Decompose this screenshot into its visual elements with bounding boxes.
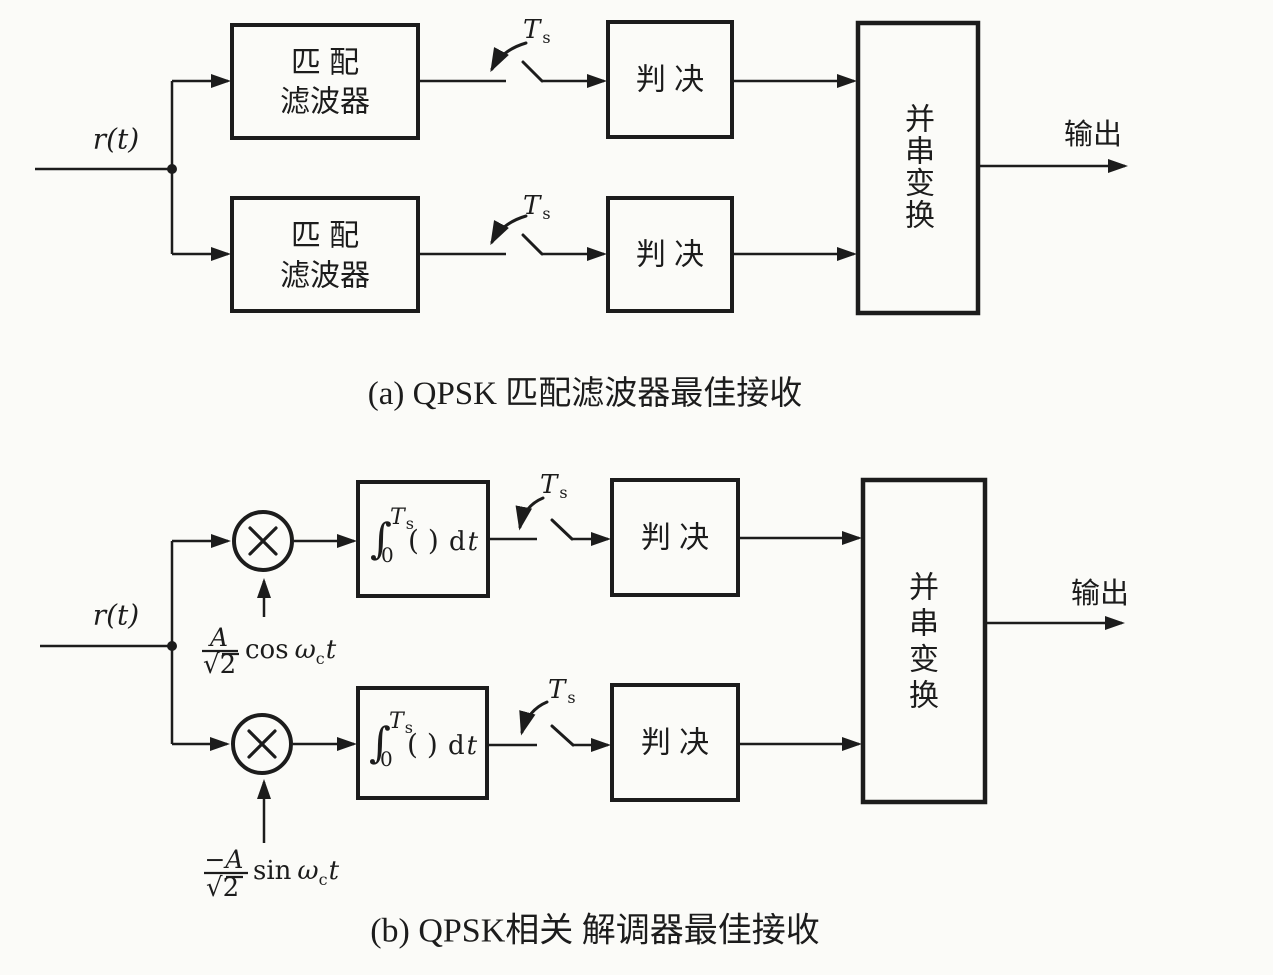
omega: ω	[297, 856, 318, 886]
ts-main: T	[548, 675, 567, 705]
integrator-formula-1: ∫ Ts 0 ( ) dt	[370, 505, 479, 567]
matched-filter-2-line2: 滤波器	[280, 260, 370, 293]
p2s-char-3: 变	[905, 168, 935, 201]
multiplier-circle-2	[231, 713, 293, 775]
ts-sub: s	[542, 28, 550, 47]
time-var: t	[326, 635, 337, 665]
decision-box-1	[606, 20, 734, 139]
p2s-char-2: 串	[909, 608, 939, 641]
input-signal-label: r(t)	[93, 599, 139, 632]
multiplier-circle-1	[232, 510, 294, 572]
decision-box-2	[610, 683, 740, 802]
integral-upper-limit: Ts	[390, 505, 414, 533]
matched-filter-1-line2: 滤波器	[280, 86, 370, 119]
output-label: 输出	[1071, 577, 1129, 610]
ts-main: T	[523, 191, 542, 221]
matched-filter-box-1	[230, 23, 420, 140]
integrand-parens: ( )	[407, 728, 438, 761]
p2s-char-1: 并	[909, 572, 939, 605]
caption-a: (a) QPSK 匹配滤波器最佳接收	[368, 375, 803, 412]
cos-fn: cos	[245, 635, 289, 665]
p2s-char-4: 换	[905, 200, 935, 233]
decision-1-label: 判 决	[641, 522, 709, 555]
ts-sub: s	[559, 483, 567, 502]
sin-numerator: −A	[204, 845, 243, 874]
p2s-char-4: 换	[909, 680, 939, 713]
multiplier-cross-1	[248, 526, 278, 556]
upper-s: s	[406, 514, 414, 533]
sampling-arrow-1	[515, 496, 545, 531]
decision-1-label: 判 决	[636, 64, 704, 97]
p2s-char-1: 并	[905, 104, 935, 137]
ts-main: T	[540, 470, 559, 500]
switch-contact-2	[521, 233, 544, 256]
input-signal-label: r(t)	[93, 123, 139, 156]
upper-s: s	[405, 718, 413, 737]
switch-contact-1	[521, 60, 544, 83]
switch-contact-1	[550, 518, 574, 541]
integral-lower-limit: 0	[380, 747, 393, 771]
integrator-formula-2: ∫ Ts 0 ( ) dt	[369, 709, 478, 771]
t: t	[467, 731, 478, 761]
integrand-parens: ( )	[408, 524, 439, 557]
p2s-char-3: 变	[909, 644, 939, 677]
output-label: 输出	[1064, 118, 1122, 151]
decision-2-label: 判 决	[641, 727, 709, 760]
differential: dt	[448, 731, 478, 761]
ts-sub: s	[567, 688, 575, 707]
sampling-arrow-2	[490, 214, 528, 246]
integral-sign: ∫	[370, 514, 392, 563]
multiplier-cross-2	[247, 729, 277, 759]
omega-sub: c	[319, 870, 328, 889]
p2s-char-2: 串	[905, 136, 935, 169]
switch-contact-2	[550, 724, 575, 747]
omega-sub: c	[316, 649, 325, 668]
upper-T: T	[389, 709, 406, 734]
t: t	[468, 527, 479, 557]
omega: ω	[295, 635, 316, 665]
d: d	[449, 527, 466, 557]
matched-filter-box-2	[230, 196, 420, 313]
sampling-arrow-1	[490, 41, 528, 73]
d: d	[448, 731, 465, 761]
time-var: t	[329, 856, 340, 886]
parallel-to-serial-box	[855, 20, 981, 316]
differential: dt	[449, 527, 479, 557]
caption-b: (b) QPSK相关 解调器最佳接收	[370, 912, 820, 950]
integral-lower-limit: 0	[381, 543, 394, 567]
upper-T: T	[390, 505, 407, 530]
integral-sign: ∫	[369, 718, 391, 767]
sin-fn: sin	[253, 856, 292, 886]
ts-main: T	[523, 15, 542, 45]
matched-filter-2-line1: 匹 配	[291, 220, 359, 253]
matched-filter-1-line1: 匹 配	[291, 47, 359, 80]
parallel-to-serial-box	[860, 477, 988, 805]
sampling-arrow-2	[519, 700, 549, 736]
integrator-box-2	[356, 686, 489, 800]
cos-numerator: A	[208, 623, 228, 652]
integral-upper-limit: Ts	[389, 709, 413, 737]
ts-sub: s	[542, 204, 550, 223]
decision-2-label: 判 决	[636, 239, 704, 272]
